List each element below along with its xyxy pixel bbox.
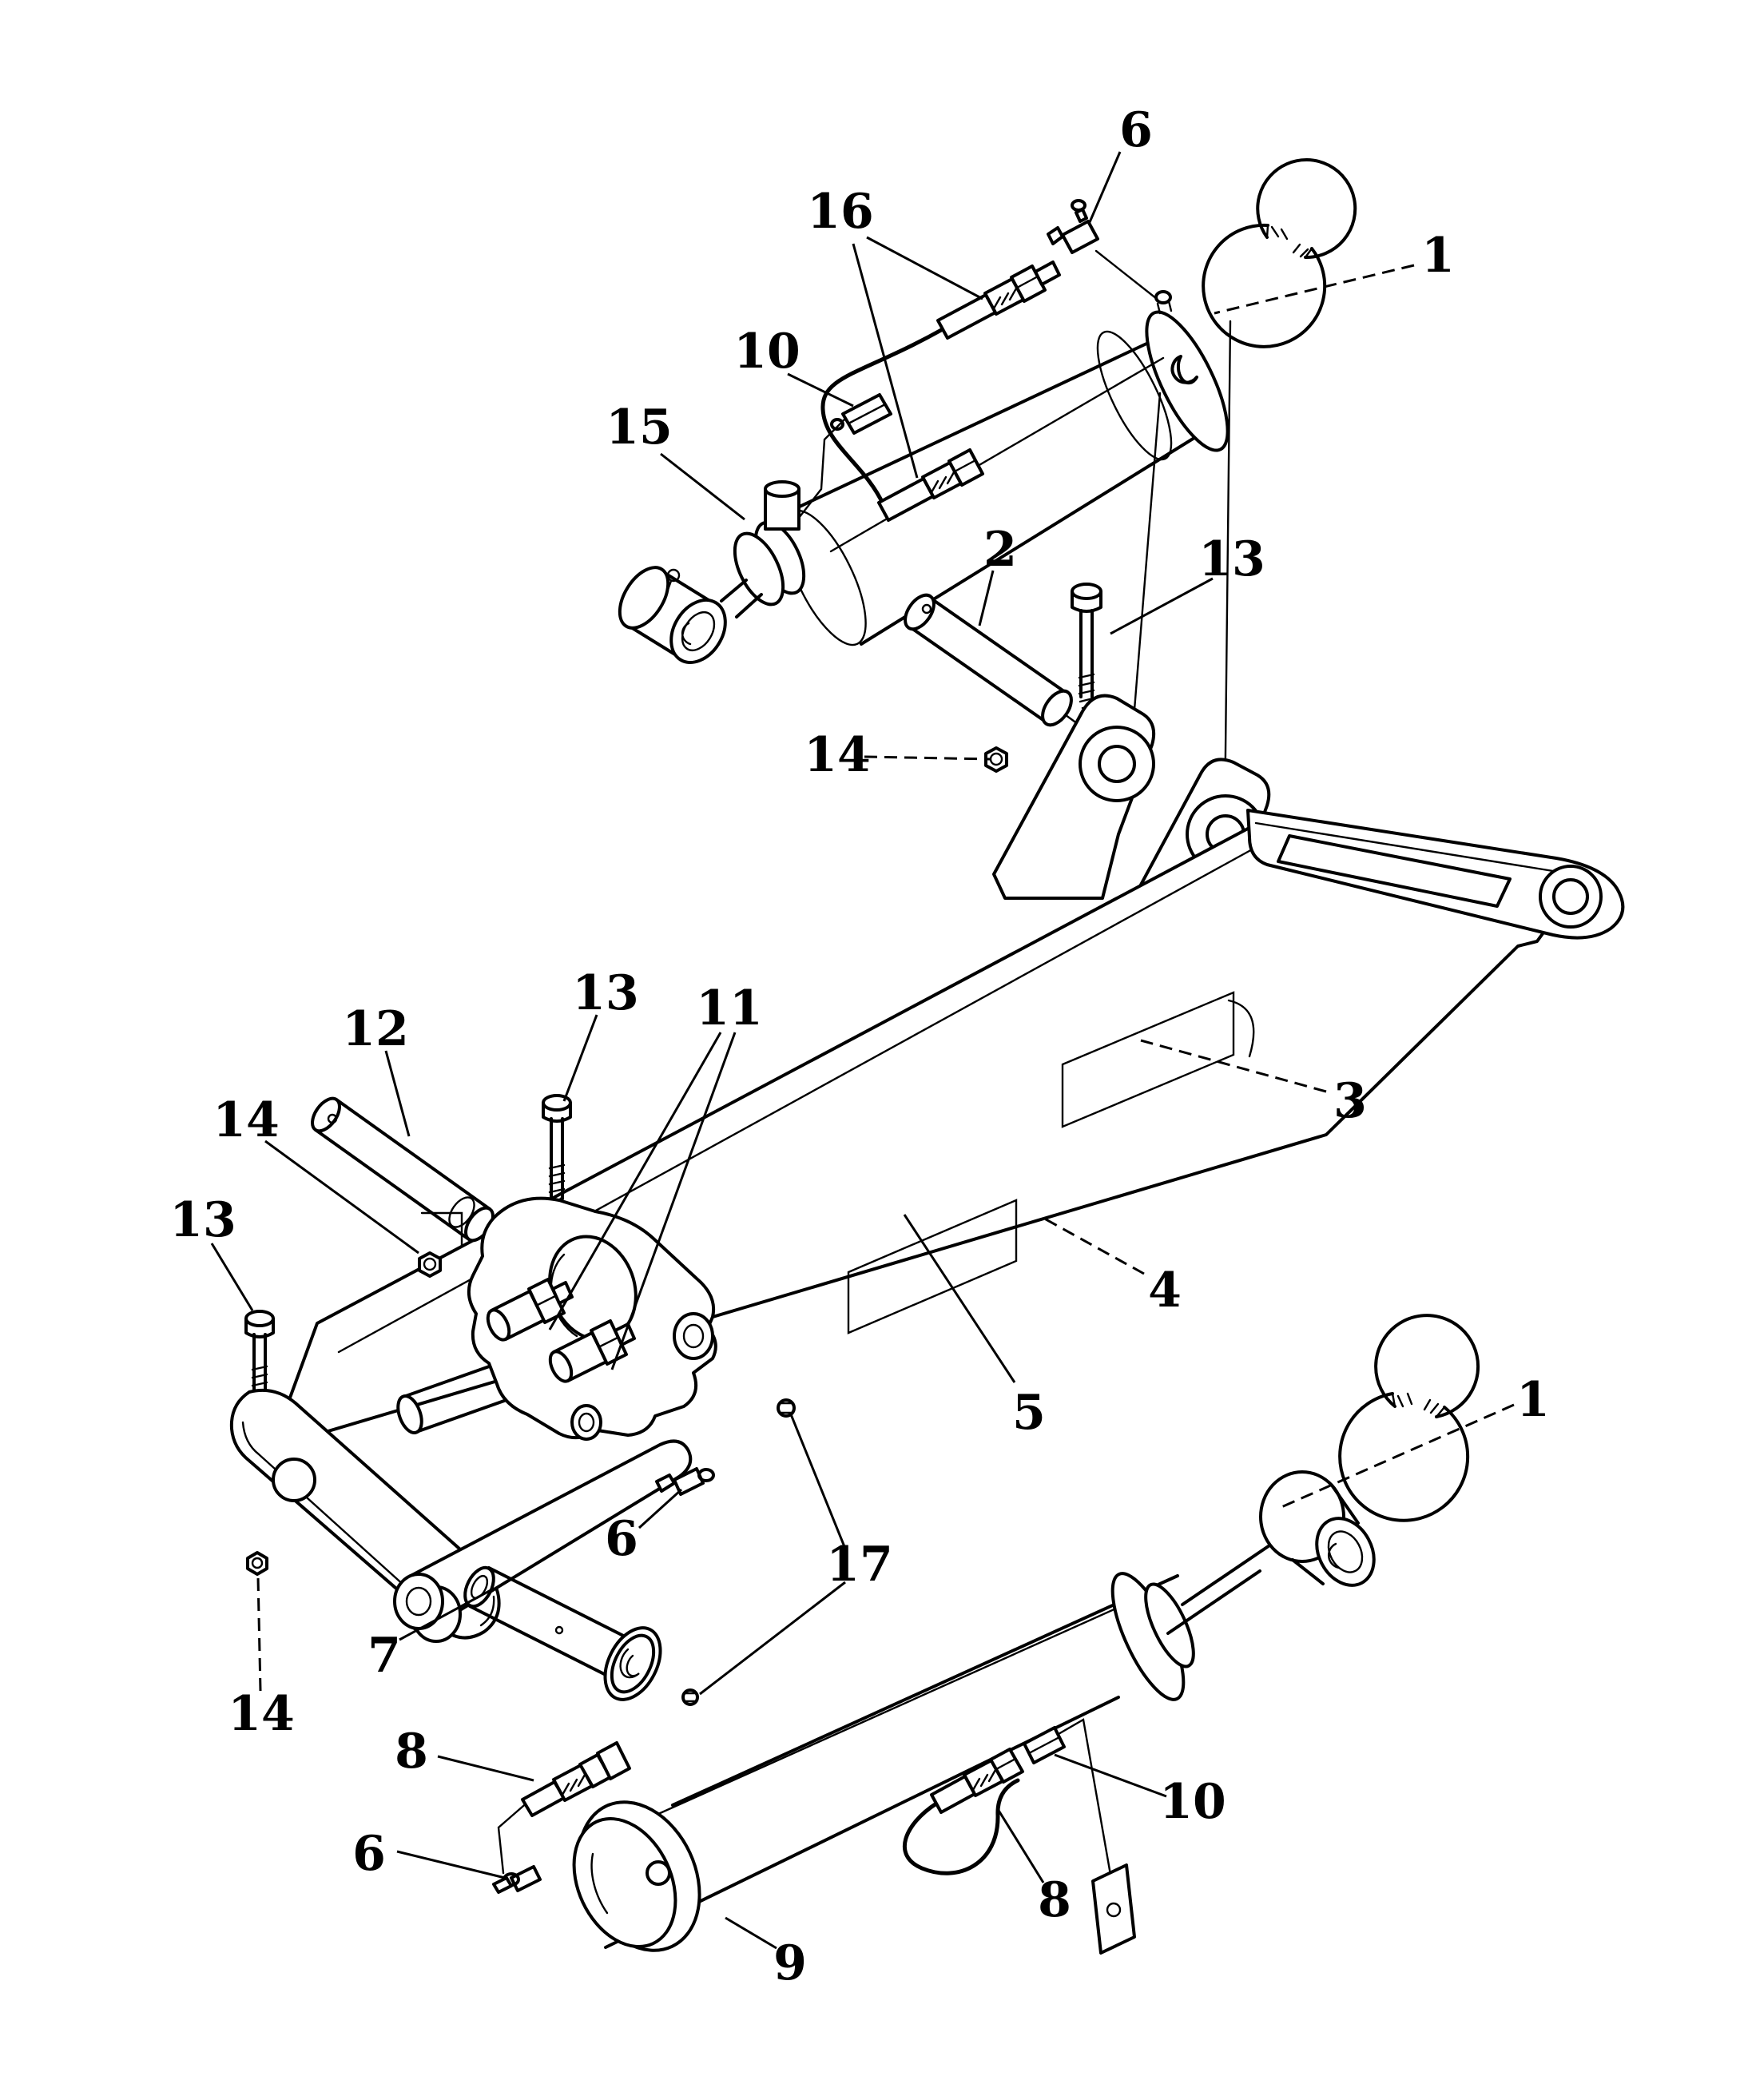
hose-assembly-upper <box>820 261 1061 507</box>
leader-5-0 <box>903 1214 1016 1383</box>
leader-10-top-0 <box>787 372 854 408</box>
callout-1-top: 1 <box>1421 228 1455 284</box>
pivot-pin-lower <box>463 1565 662 1701</box>
callout-5: 5 <box>1012 1385 1046 1441</box>
bolt-top <box>1071 583 1102 710</box>
bolt-left <box>244 1310 275 1402</box>
butt-port-hole <box>646 1860 671 1886</box>
pivot-lug-bushing <box>673 1312 714 1360</box>
leader-4-0 <box>1039 1215 1145 1275</box>
leader-6-mid-0 <box>638 1488 683 1529</box>
grease-zerk-bottom-left <box>492 1865 542 1894</box>
leader-13-mid-0 <box>562 1014 598 1102</box>
callout-6-top: 6 <box>1119 102 1153 158</box>
leader-6-top-0 <box>1088 151 1122 223</box>
snap-ring-bottom <box>1338 1314 1480 1522</box>
set-screw-2 <box>681 1688 699 1706</box>
grease-zerk-mid <box>655 1467 715 1496</box>
callout-2: 2 <box>983 522 1017 578</box>
leader-9-0 <box>725 1916 777 1950</box>
nut-top <box>984 746 1008 773</box>
callout-15: 15 <box>606 400 673 455</box>
leader-14-top-0 <box>864 755 991 761</box>
callout-6-mid: 6 <box>605 1511 638 1567</box>
leader-1-bottom-0 <box>1281 1403 1515 1509</box>
leader-10-bottom-0 <box>1054 1753 1167 1798</box>
swing-tower <box>229 1196 796 1706</box>
boom-lug-plate-rear <box>992 694 1156 900</box>
piston-rod <box>1166 1541 1276 1635</box>
callout-10-bottom: 10 <box>1159 1774 1226 1830</box>
callout-7: 7 <box>367 1628 401 1684</box>
callout-13-left: 13 <box>169 1192 236 1248</box>
leader-7-0 <box>399 1587 495 1641</box>
callout-8-left: 8 <box>395 1724 428 1780</box>
pin-thrust-washer <box>603 1626 662 1701</box>
boom-body <box>270 821 1587 1450</box>
leader-16-0 <box>866 236 983 300</box>
leader-16-1 <box>852 243 919 479</box>
hose-assembly-bottom-right <box>902 1748 1024 1875</box>
port-boss <box>764 480 800 531</box>
leader-17-0 <box>789 1414 847 1549</box>
leader-3-0 <box>1140 1039 1327 1093</box>
boom-cylinder <box>618 290 1230 665</box>
callout-1-bottom: 1 <box>1516 1372 1550 1428</box>
nut-bottom-left <box>246 1551 268 1576</box>
set-screw-1 <box>777 1398 796 1418</box>
adapter-fitting-bottom <box>1023 1726 1066 1764</box>
leader-14-mid-0 <box>264 1139 419 1255</box>
leader-13-left-0 <box>210 1243 254 1311</box>
callout-6-bl: 6 <box>352 1826 386 1882</box>
callout-8-bottom: 8 <box>1038 1872 1071 1928</box>
callout-4: 4 <box>1148 1263 1182 1318</box>
leader-11-1 <box>610 1032 737 1370</box>
callout-13-mid: 13 <box>572 965 639 1021</box>
bolt-mid <box>542 1094 572 1202</box>
swing-cylinder <box>572 1470 1376 1955</box>
hose-assembly-lower <box>877 448 984 522</box>
callout-13-top: 13 <box>1198 531 1265 587</box>
clevis-cross-tube <box>618 566 727 665</box>
callout-14-mid: 14 <box>213 1092 280 1148</box>
butt-pin-bore <box>1170 355 1198 385</box>
lower-bushing <box>570 1404 602 1441</box>
snap-ring-top <box>1202 158 1357 348</box>
pivot-pin-upper <box>904 593 1073 727</box>
leader-13-top-0 <box>1110 577 1214 635</box>
rod-eye <box>1259 1470 1376 1587</box>
callout-14-top: 14 <box>804 727 871 783</box>
leader-8-bottom-0 <box>996 1808 1045 1883</box>
leader-11-0 <box>548 1032 722 1330</box>
boom-decal-lower <box>847 1199 1018 1334</box>
boom-frame <box>1246 809 1625 940</box>
port-tab <box>1091 1863 1136 1955</box>
callout-11: 11 <box>696 980 763 1036</box>
leader-2-0 <box>978 570 995 626</box>
nut-mid <box>418 1251 442 1278</box>
boom-decal-upper <box>1061 991 1235 1128</box>
leader-8-left-0 <box>437 1755 534 1782</box>
callout-9: 9 <box>773 1935 807 1991</box>
adapter-fitting-top <box>830 393 892 435</box>
callout-10-top: 10 <box>733 324 800 380</box>
leader-6-bl-0 <box>396 1850 506 1879</box>
leader-17-1 <box>699 1581 846 1696</box>
leader-15-0 <box>660 452 745 521</box>
callout-17: 17 <box>826 1537 893 1593</box>
grease-zerk-clevis <box>666 568 681 591</box>
callout-12: 12 <box>342 1001 409 1057</box>
hose-assembly-bottom-left <box>521 1741 631 1817</box>
callout-16: 16 <box>807 184 874 240</box>
leader-12-0 <box>384 1050 411 1137</box>
leader-1-top-0 <box>1214 264 1415 315</box>
elbow-fitting-top <box>1047 199 1099 254</box>
bleed-fitting <box>1154 290 1173 315</box>
leader-14-bottom-0 <box>256 1577 262 1692</box>
callout-3: 3 <box>1333 1073 1367 1129</box>
callout-14-bottom: 14 <box>228 1686 295 1742</box>
